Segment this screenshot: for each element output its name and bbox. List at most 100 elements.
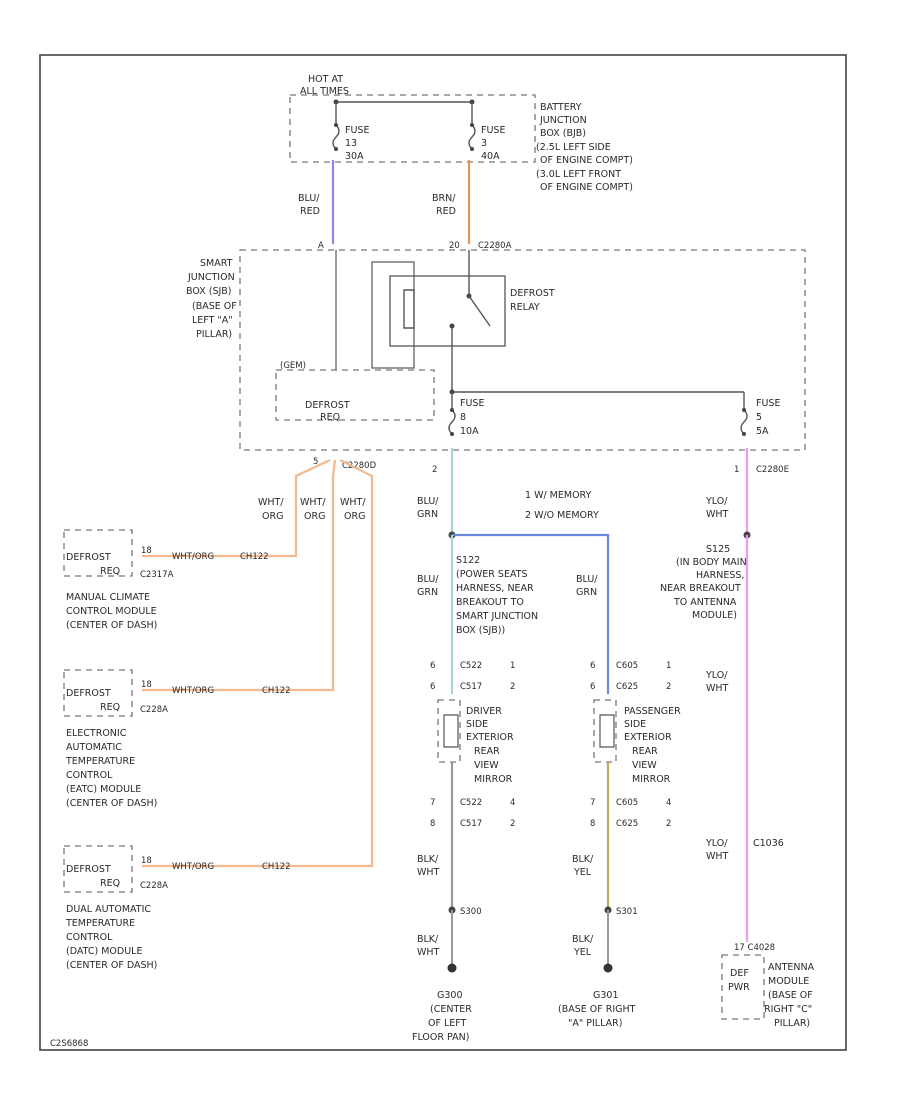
pas-desc-0: PASSENGER <box>624 706 681 717</box>
ylo-wht-label-1b: WHT <box>706 509 729 520</box>
blk-yel-label-2b: YEL <box>573 947 592 958</box>
fuse-3-icon <box>468 124 476 150</box>
ylo-wht-label-3a: YLO/ <box>705 838 728 849</box>
sjb-label-5: PILLAR) <box>196 329 232 340</box>
passenger-mirror-box <box>593 699 617 763</box>
sjb-label-0: SMART <box>200 258 233 269</box>
blu-grn-label-2b: GRN <box>417 587 438 598</box>
antenna-desc-4: PILLAR) <box>774 1018 810 1029</box>
s122-label-1: (POWER SEATS <box>456 569 528 580</box>
wht-org-label-b1: WHT/ <box>300 497 326 508</box>
pas-desc-1: SIDE <box>624 719 646 730</box>
gem-label: (GEM) <box>280 361 306 371</box>
drv-desc-4: VIEW <box>474 760 499 771</box>
blu-grn-label-1b: GRN <box>417 509 438 520</box>
memory-note-1: 1 W/ MEMORY <box>525 490 592 501</box>
pas-bot-num-2: 2 <box>666 819 671 829</box>
diagram-frame <box>39 54 847 1051</box>
defrost-relay <box>389 275 506 347</box>
blu-grn-label-2a: BLU/ <box>417 574 439 585</box>
pas-bot-num-1: 4 <box>666 798 671 808</box>
bjb-label-4: OF ENGINE COMPT) <box>540 155 633 166</box>
wire-brn-red-label-2: RED <box>436 206 456 217</box>
hot-at-label-2: ALL TIMES <box>300 86 349 97</box>
ground-g301-icon <box>603 963 613 973</box>
antenna-pin-conn: 17 C4028 <box>734 943 775 953</box>
wire-blu-red-label-2: RED <box>300 206 320 217</box>
s125-label-0: S125 <box>706 544 730 555</box>
sjb-pin-a: A <box>318 241 324 251</box>
antenna-desc-2: (BASE OF <box>768 990 813 1001</box>
m2-req-2: REQ <box>100 702 120 713</box>
m1-req-1: DEFROST <box>66 552 111 563</box>
driver-heater-icon <box>443 714 459 748</box>
pas-desc-4: VIEW <box>632 760 657 771</box>
s122-label-3: BREAKOUT TO <box>456 597 524 608</box>
blu-grn-label-1a: BLU/ <box>417 496 439 507</box>
m3-desc-1: TEMPERATURE <box>65 918 135 929</box>
s300-label: S300 <box>460 907 482 917</box>
blk-wht-label-2b: WHT <box>417 947 440 958</box>
s125-label-5: MODULE) <box>692 610 737 621</box>
m1-desc-2: (CENTER OF DASH) <box>66 620 157 631</box>
gem-defrost-req-2: REQ <box>320 412 340 423</box>
blk-yel-label-1b: YEL <box>573 867 592 878</box>
gem-box <box>275 369 435 421</box>
drv-bot-pin-2: 8 <box>430 819 435 829</box>
pas-bot-conn-1: C605 <box>616 798 638 808</box>
pas-bot-conn-2: C625 <box>616 819 638 829</box>
g301-1: (BASE OF RIGHT <box>558 1004 636 1015</box>
m2-desc-5: (CENTER OF DASH) <box>66 798 157 809</box>
ground-g300-icon <box>447 963 457 973</box>
bjb-label-2: BOX (BJB) <box>540 128 586 139</box>
drv-top-num-2: 2 <box>510 682 515 692</box>
m1-ckt: CH122 <box>240 552 269 562</box>
pas-bot-pin-2: 8 <box>590 819 595 829</box>
fuse2-num: 3 <box>481 138 487 149</box>
pas-top-conn-1: C605 <box>616 661 638 671</box>
fuse2-label: FUSE <box>481 125 505 136</box>
fuse-mid-label: FUSE <box>460 398 484 409</box>
m2-conn: C228A <box>140 705 168 715</box>
antenna-desc-0: ANTENNA <box>768 962 815 973</box>
drv-top-num-1: 1 <box>510 661 515 671</box>
g300-2: OF LEFT <box>428 1018 467 1029</box>
fuse-mid-num: 8 <box>460 412 466 423</box>
antenna-def-pwr-1: DEF <box>730 968 749 979</box>
s301-label: S301 <box>616 907 638 917</box>
blk-wht-label-2a: BLK/ <box>417 934 439 945</box>
g300-3: FLOOR PAN) <box>412 1032 469 1043</box>
m2-desc-3: CONTROL <box>66 770 113 781</box>
fuse-13-icon <box>332 124 340 150</box>
m1-desc-0: MANUAL CLIMATE <box>66 592 150 603</box>
module-1-box <box>63 529 133 577</box>
drv-top-conn-2: C517 <box>460 682 482 692</box>
drv-bot-num-1: 4 <box>510 798 515 808</box>
pas-top-pin-2: 6 <box>590 682 595 692</box>
antenna-def-pwr-2: PWR <box>728 982 750 993</box>
wire-blu-grn-passenger <box>452 533 610 694</box>
driver-mirror-box <box>437 699 461 763</box>
wht-org-label-a2: ORG <box>262 511 283 522</box>
s125-label-1: (IN BODY MAIN <box>676 557 747 568</box>
footer-code: C2S6868 <box>50 1039 88 1049</box>
drv-bot-pin-1: 7 <box>430 798 435 808</box>
sjb-connector-top: C2280A <box>478 241 512 251</box>
pas-desc-5: MIRROR <box>632 774 671 785</box>
passenger-heater-icon <box>599 714 615 748</box>
m2-wire-label: WHT/ORG <box>172 686 214 696</box>
fuse2-amp: 40A <box>481 151 500 162</box>
m2-req-1: DEFROST <box>66 688 111 699</box>
m2-ckt: CH122 <box>262 686 291 696</box>
pas-bot-pin-1: 7 <box>590 798 595 808</box>
drv-desc-5: MIRROR <box>474 774 513 785</box>
drv-desc-2: EXTERIOR <box>466 732 514 743</box>
sjb-label-2: BOX (SJB) <box>186 286 232 297</box>
wire-wht-org-2 <box>142 459 337 692</box>
wire-wht-org-3 <box>142 459 374 868</box>
ylo-wht-label-1a: YLO/ <box>705 496 728 507</box>
antenna-desc-1: MODULE <box>768 976 809 987</box>
m3-desc-4: (CENTER OF DASH) <box>66 960 157 971</box>
m3-req-2: REQ <box>100 878 120 889</box>
fuse1-amp: 30A <box>345 151 364 162</box>
